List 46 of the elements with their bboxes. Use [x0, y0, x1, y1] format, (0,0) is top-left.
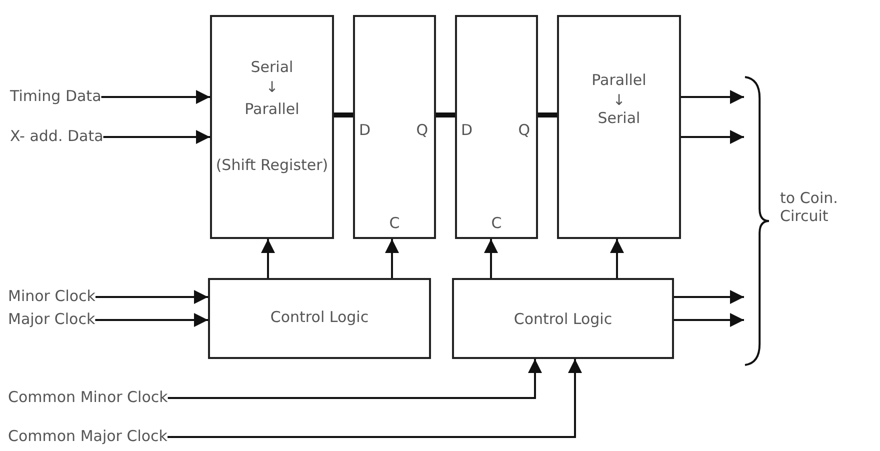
signal-label: Common Minor Clock	[8, 388, 168, 406]
signal-label: X- add. Data	[10, 127, 104, 145]
bus-line	[334, 112, 353, 118]
pin-label: Q	[416, 122, 428, 140]
arrow	[95, 290, 208, 304]
pin-label: C	[388, 215, 401, 232]
pin-label: Q	[518, 122, 530, 140]
latch-block	[455, 15, 538, 239]
arrow	[681, 130, 744, 144]
block-text: (Shift Register)	[214, 157, 330, 174]
arrow	[674, 290, 744, 304]
signal-label: Common Major Clock	[8, 427, 168, 445]
block-text: Control Logic	[269, 309, 370, 326]
arrow	[168, 359, 582, 438]
arrow	[610, 239, 624, 278]
signal-label: Major Clock	[8, 310, 96, 328]
arrow	[168, 359, 542, 399]
arrow	[261, 239, 275, 278]
arrow	[681, 90, 744, 104]
block-text: Parallel	[244, 101, 300, 118]
signal-label: Minor Clock	[8, 287, 96, 305]
block-text: Serial	[596, 110, 642, 128]
pin-label: D	[461, 122, 473, 140]
block-text: Control Logic	[512, 311, 614, 328]
control-logic-block	[208, 278, 431, 359]
control-logic-block	[452, 278, 674, 359]
pin-label: D	[359, 122, 371, 140]
curly-brace	[744, 76, 770, 366]
arrow	[103, 130, 210, 144]
bus-line	[436, 112, 455, 118]
bus-line	[538, 112, 557, 118]
block-text: Parallel	[590, 72, 648, 90]
pin-label: C	[490, 215, 503, 232]
arrow	[674, 313, 744, 327]
shift-register-block	[210, 15, 334, 239]
signal-label: Timing Data	[10, 87, 102, 105]
block-text: Serial	[250, 59, 294, 76]
converter-block	[557, 15, 681, 239]
arrow	[484, 239, 498, 278]
arrow	[95, 313, 208, 327]
block-text: ↓	[264, 79, 280, 96]
latch-block	[353, 15, 436, 239]
arrow	[385, 239, 399, 278]
destination-label: to Coin. Circuit	[780, 189, 839, 225]
block-text: ↓	[612, 92, 626, 110]
arrow	[101, 90, 210, 104]
